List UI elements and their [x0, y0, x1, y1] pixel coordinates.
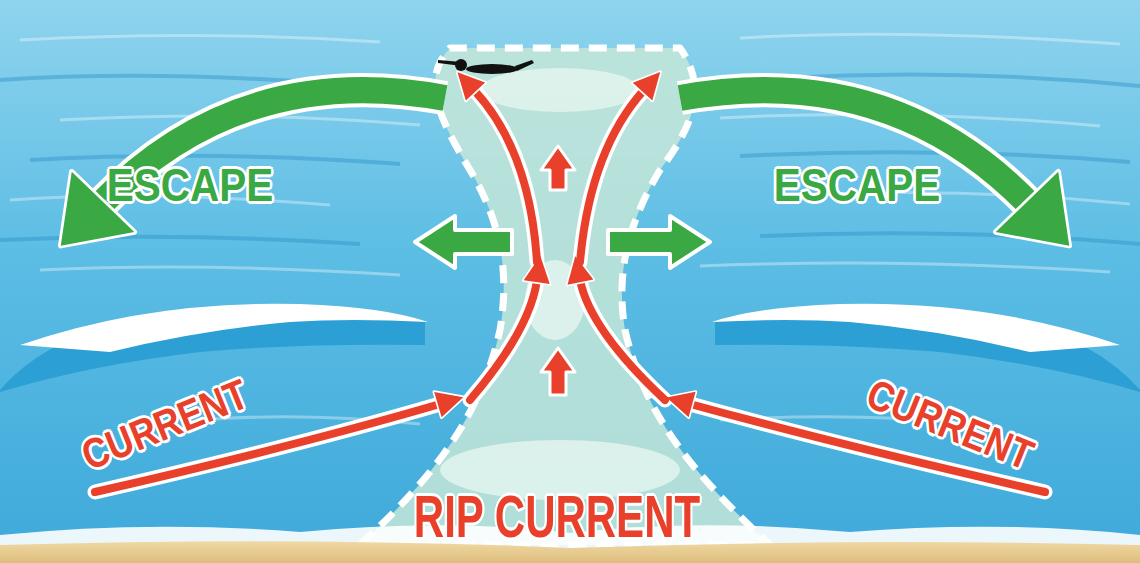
escape-label: ESCAPE [107, 162, 273, 208]
foam-patches [440, 68, 680, 500]
current-label: CURRENT [861, 373, 1039, 477]
rip-current-label: RIP CURRENT [414, 487, 700, 547]
escape-label: ESCAPE [774, 162, 940, 208]
current-arrows [95, 90, 1045, 492]
breaking-wave [0, 304, 428, 392]
breaking-wave [712, 304, 1140, 392]
swimmer [438, 59, 534, 74]
current-label: CURRENT [76, 373, 254, 477]
rip-channel [360, 48, 770, 545]
flow-arrow [541, 146, 575, 395]
escape-arrow [415, 216, 710, 268]
